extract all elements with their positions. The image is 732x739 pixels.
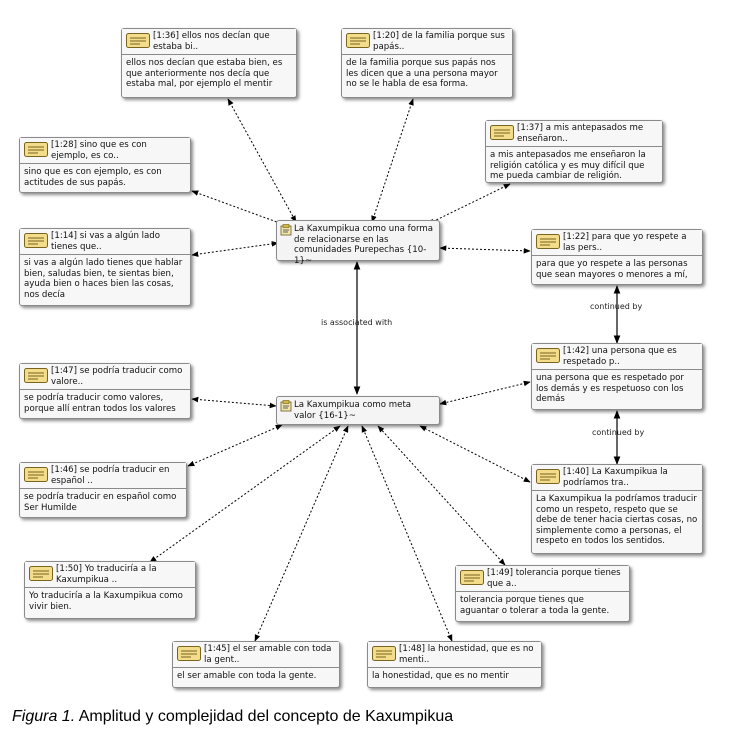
quote-node-1-37[interactable]: [1:37] a mis antepasados me enseñaron.. …: [485, 120, 663, 183]
quote-node-1-40[interactable]: [1:40] La Kaxumpikua la podríamos tra.. …: [531, 464, 703, 554]
link-1-28: [191, 190, 286, 226]
quote-title: [1:28] sino que es con ejemplo, es co..: [51, 140, 147, 161]
link-1-37: [427, 183, 511, 225]
link-1-48: [361, 425, 453, 642]
quote-title: [1:46] se podría traducir en español ..: [51, 465, 170, 486]
link-1-36: [227, 98, 297, 223]
link-1-46: [187, 424, 283, 467]
code-label: La Kaxumpikua como una forma de relacion…: [294, 224, 433, 266]
code-node-meta-valor[interactable]: La Kaxumpikua como meta valor {16-1}~: [276, 396, 440, 425]
quotation-icon: [346, 33, 370, 48]
quote-text: si vas a algún lado tienes que hablar bi…: [24, 258, 183, 300]
quotation-icon: [24, 142, 48, 157]
quote-text: de la familia porque sus papás nos les d…: [346, 58, 498, 89]
quote-title: [1:42] una persona que es respetado p..: [563, 346, 677, 367]
code-icon: [280, 224, 292, 236]
quote-text: Yo traduciría a la Kaxumpikua como vivir…: [29, 591, 183, 612]
quote-text: la honestidad, que es no mentir: [372, 671, 509, 681]
quote-text: una persona que es respetado por los dem…: [536, 373, 684, 404]
quotation-icon: [536, 348, 560, 363]
quote-title: [1:20] de la familia porque sus papás..: [373, 31, 505, 52]
edge-label-continued-by-1: continued by: [590, 302, 643, 311]
quote-title: [1:40] La Kaxumpikua la podríamos tra..: [563, 467, 668, 488]
network-links: [149, 98, 621, 642]
quotation-icon: [177, 646, 201, 661]
link-1-22: [439, 245, 531, 254]
quote-title: [1:50] Yo traduciría a la Kaxumpikua ..: [56, 564, 157, 585]
quotation-icon: [372, 646, 396, 661]
quote-text: ellos nos decían que estaba bien, es que…: [126, 58, 283, 89]
quote-title: [1:49] tolerancia porque tienes que a..: [487, 568, 621, 589]
edge-label-continued-by-2: continued by: [592, 428, 645, 437]
quotation-icon: [490, 125, 514, 140]
quote-text: para que yo respete a las personas que s…: [536, 259, 688, 280]
quotation-icon: [536, 469, 560, 484]
link-1-45: [254, 425, 349, 642]
quote-node-1-50[interactable]: [1:50] Yo traduciría a la Kaxumpikua .. …: [24, 561, 196, 619]
quote-node-1-49[interactable]: [1:49] tolerancia porque tienes que a.. …: [455, 565, 630, 622]
link-1-14: [191, 241, 279, 257]
quote-node-1-22[interactable]: [1:22] para que yo respete a las pers.. …: [531, 229, 703, 285]
quote-node-1-45[interactable]: [1:45] el ser amable con toda la gent.. …: [172, 641, 340, 688]
quotation-icon: [24, 368, 48, 383]
quotation-icon: [24, 467, 48, 482]
link-1-20: [371, 98, 414, 223]
quote-title: [1:22] para que yo respete a las pers..: [563, 232, 687, 253]
figure-caption: Figura 1. Amplitud y complejidad del con…: [12, 708, 453, 726]
quote-text: a mis antepasados me enseñaron la religi…: [490, 150, 646, 181]
quote-node-1-42[interactable]: [1:42] una persona que es respetado p.. …: [531, 343, 703, 410]
quote-text: el ser amable con toda la gente.: [177, 671, 317, 681]
quote-title: [1:36] ellos nos decían que estaba bi..: [153, 31, 270, 52]
quote-text: se podría traducir como valores, porque …: [24, 393, 176, 414]
link-1-47: [191, 396, 277, 409]
quote-title: [1:45] el ser amable con toda la gent..: [204, 644, 332, 665]
quote-node-1-47[interactable]: [1:47] se podría traducir como valore.. …: [19, 363, 191, 419]
quotation-icon: [126, 33, 150, 48]
quote-text: sino que es con ejemplo, es con actitude…: [24, 167, 162, 188]
code-node-forma-de-relacionarse[interactable]: La Kaxumpikua como una forma de relacion…: [276, 220, 440, 266]
quote-title: [1:14] si vas a algún lado tienes que..: [51, 231, 160, 252]
figure-caption-text: Amplitud y complejidad del concepto de K…: [75, 708, 454, 725]
code-label: La Kaxumpikua como meta valor {16-1}~: [294, 400, 412, 421]
link-1-50: [149, 425, 341, 563]
quote-node-1-28[interactable]: [1:28] sino que es con ejemplo, es co.. …: [19, 137, 191, 193]
quotation-icon: [536, 234, 560, 249]
quotation-icon: [460, 570, 484, 585]
quote-node-1-46[interactable]: [1:46] se podría traducir en español .. …: [19, 462, 187, 518]
quote-title: [1:37] a mis antepasados me enseñaron..: [517, 123, 644, 144]
quotation-icon: [29, 566, 53, 581]
quote-node-1-36[interactable]: [1:36] ellos nos decían que estaba bi.. …: [121, 28, 297, 98]
quotation-icon: [24, 233, 48, 248]
quote-node-1-48[interactable]: [1:48] la honestidad, que es no menti.. …: [367, 641, 542, 688]
quote-title: [1:47] se podría traducir como valore..: [51, 366, 183, 387]
code-icon: [280, 400, 292, 412]
quote-node-1-20[interactable]: [1:20] de la familia porque sus papás.. …: [341, 28, 513, 98]
quote-node-1-14[interactable]: [1:14] si vas a algún lado tienes que.. …: [19, 228, 191, 306]
quote-title: [1:48] la honestidad, que es no menti..: [399, 644, 534, 665]
figure-number: Figura 1.: [12, 708, 76, 725]
link-1-49: [377, 425, 506, 566]
quote-text: se podría traducir en español como Ser H…: [24, 492, 177, 513]
quote-text: La Kaxumpikua la podríamos traducir como…: [536, 494, 698, 546]
quote-text: tolerancia porque tienes que aguantar o …: [460, 595, 610, 616]
link-1-42: [439, 380, 531, 406]
edge-label-is-associated-with: is associated with: [321, 318, 393, 327]
link-1-40: [419, 425, 531, 483]
